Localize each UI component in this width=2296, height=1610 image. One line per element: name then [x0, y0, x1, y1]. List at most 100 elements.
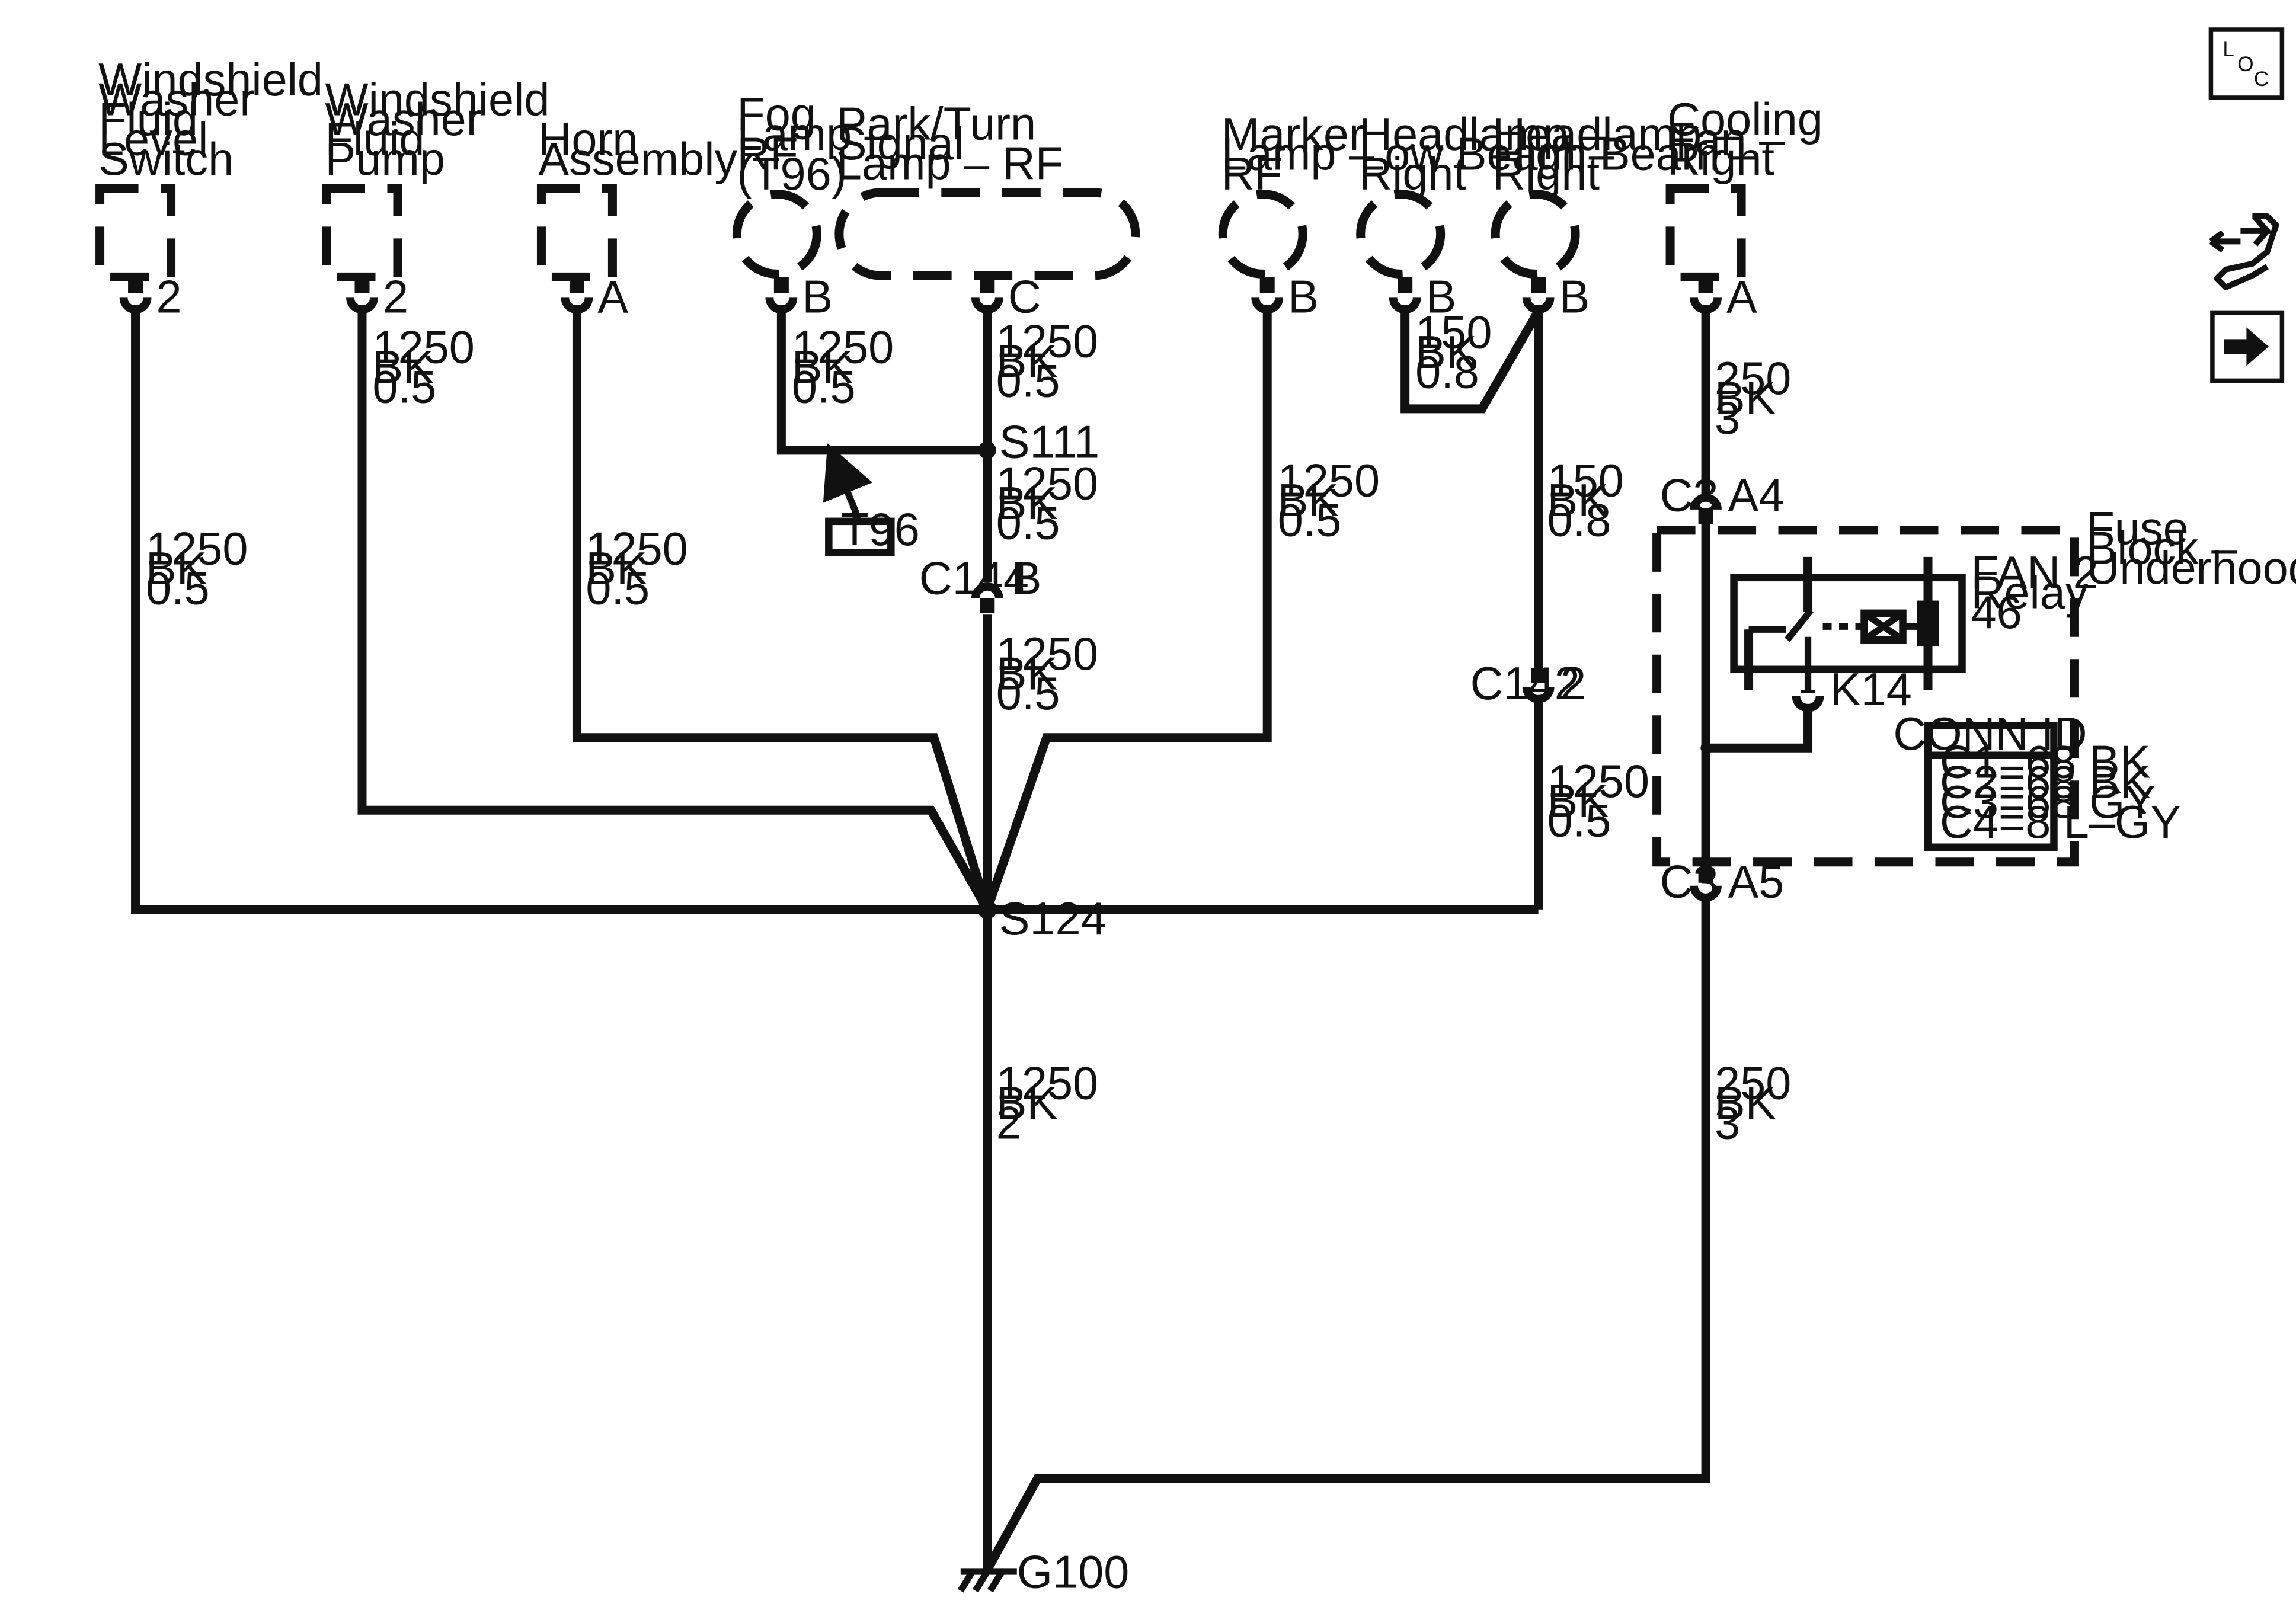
ww-pump-title-line: Washer: [325, 94, 482, 145]
ww-switch-title-line: Switch: [98, 134, 234, 185]
ww-switch-wire-label: BK: [146, 543, 207, 594]
splice-s111: [978, 441, 996, 459]
low-beam-connector: [1389, 277, 1421, 314]
conn-id-row: C4=8 L–GY: [1940, 797, 2181, 848]
c144-s124-wire-label: 0.5: [996, 668, 1060, 719]
marker-wire-label: 0.5: [1278, 495, 1342, 546]
svg-text:C: C: [2254, 68, 2269, 91]
horn-title-line: Assembly: [538, 134, 737, 185]
c142-label: C142: [1470, 658, 1580, 709]
cooling-fan-wire-label: 3: [1715, 393, 1740, 444]
park-title-line: Park/Turn: [836, 98, 1036, 149]
c144-s124-wire-label: 1250: [996, 629, 1098, 680]
ww-pump-wire: [357, 305, 992, 912]
fog-wire-label: BK: [792, 342, 853, 393]
fog-pin: B: [802, 271, 833, 322]
high-beam-connector: [1522, 277, 1555, 314]
splice-s111-label: S111: [999, 417, 1099, 468]
marker-connector: [1251, 277, 1284, 314]
fuse-block-title-line: Underhood: [2086, 543, 2296, 594]
next-page-arrow-icon[interactable]: [2210, 310, 2285, 383]
low-beam-title-line: Right: [1359, 149, 1466, 200]
c3-a5-connector: [1690, 868, 1722, 902]
fog-title-line: RF: [737, 129, 798, 180]
k14-label: K14: [1830, 664, 1912, 715]
low-beam-pin: B: [1426, 271, 1457, 322]
high-beam-wire-label: 150: [1547, 455, 1624, 506]
ww-pump-wire-label: BK: [372, 342, 433, 393]
fog-wire-label: 1250: [792, 322, 894, 373]
high-beam-wire-label: 0.8: [1547, 495, 1611, 546]
fan-ground-wire: [983, 894, 1710, 1573]
c3-a5-pin-label: A5: [1728, 857, 1785, 908]
park-s111-wire-label: 0.5: [996, 498, 1060, 549]
s124-ground-wire-label: 2: [996, 1098, 1022, 1149]
fuse-block-title-line: Block –: [2086, 523, 2237, 574]
ww-pump-wire-label: 1250: [372, 322, 474, 373]
park-s111-wire-label: 1250: [996, 458, 1098, 509]
t96-tag-label: T96: [840, 504, 920, 555]
c144-pin-label: B: [1011, 553, 1042, 604]
ww-switch-title-line: Washer: [98, 74, 255, 125]
location-icon[interactable]: L O C: [2208, 27, 2285, 100]
conn-id-row: C2=68 BK: [1940, 757, 2150, 808]
park-wire-label: 1250: [996, 316, 1098, 367]
k14-wire: [1706, 708, 1813, 753]
fan2-relay: [1730, 556, 1966, 690]
ww-pump-pin: 2: [383, 271, 408, 322]
horn-wire-label: 0.5: [586, 563, 650, 614]
c142-pin-label: 2: [1560, 658, 1586, 709]
ww-switch-pin: 2: [156, 271, 182, 322]
horn-wire: [572, 305, 992, 911]
s124-ground-wire-label: 1250: [996, 1058, 1098, 1109]
low-beam-jumper-wire: [1400, 305, 1543, 414]
ww-switch-title-line: Level: [98, 114, 208, 165]
cooling-fan-connector: [1690, 277, 1722, 314]
high-beam-title-line: Headlamp –: [1492, 109, 1741, 160]
fog-lamp-symbol: [732, 189, 821, 279]
s124-ground-wire-label: BK: [996, 1078, 1057, 1129]
low-beam-wire-label: 150: [1415, 307, 1492, 358]
high-beam-pin: B: [1559, 271, 1590, 322]
c144-s124-wire-label: BK: [996, 648, 1057, 699]
park-connector: [971, 277, 1003, 314]
cooling-fan-wire-label: BK: [1715, 373, 1776, 424]
fog-title-line: Lamp –: [737, 109, 890, 160]
horn-title-line: Horn: [538, 114, 638, 165]
horn-wire-label: BK: [586, 543, 647, 594]
park-title-line: Lamp – RF: [836, 138, 1063, 189]
fog-wire: [776, 305, 987, 455]
marker-pin: B: [1288, 271, 1319, 322]
low-beam-wire-label: BK: [1415, 327, 1476, 378]
ww-pump-title-line: Fluid: [325, 114, 425, 165]
conn-id-row: C1=68 BK: [1940, 737, 2150, 788]
marker-title-line: Lamp –: [1221, 129, 1375, 180]
c142-s124-wire-label: 1250: [1547, 756, 1649, 807]
conn-id-title: CONN ID: [1893, 709, 2087, 760]
ww-switch-connector: [119, 277, 152, 314]
marker-wire-label: BK: [1278, 475, 1339, 526]
ww-pump-box: [322, 183, 402, 281]
t96-tag-box: [825, 517, 895, 556]
cooling-fan-wire-label: 250: [1715, 353, 1791, 404]
park-wire-label: 0.5: [996, 356, 1060, 406]
ground-g100-symbol: [958, 1568, 1017, 1593]
conn-id-table: [1924, 722, 2058, 851]
c3-a4-label: C3: [1660, 470, 1719, 521]
horn-connector: [561, 277, 593, 314]
marker-wire-label: 1250: [1278, 455, 1380, 506]
c3-a4-connector: [1690, 494, 1722, 524]
marker-wire: [983, 305, 1272, 911]
conn-id-row: C3=68 GY: [1940, 777, 2156, 828]
ww-pump-title-line: Pump: [325, 134, 445, 185]
low-beam-symbol: [1356, 189, 1446, 279]
ww-switch-wire-label: 1250: [146, 523, 248, 574]
c3-a4-pin-label: A4: [1728, 470, 1785, 521]
cooling-fan-box: [1665, 183, 1746, 281]
ww-switch-wire-label: 0.5: [146, 563, 210, 614]
cooling-fan-title-line: Cooling: [1667, 94, 1823, 145]
high-beam-title-line: Right: [1492, 149, 1600, 200]
svg-text:L: L: [2223, 38, 2234, 61]
tools-icon[interactable]: [2209, 213, 2279, 290]
